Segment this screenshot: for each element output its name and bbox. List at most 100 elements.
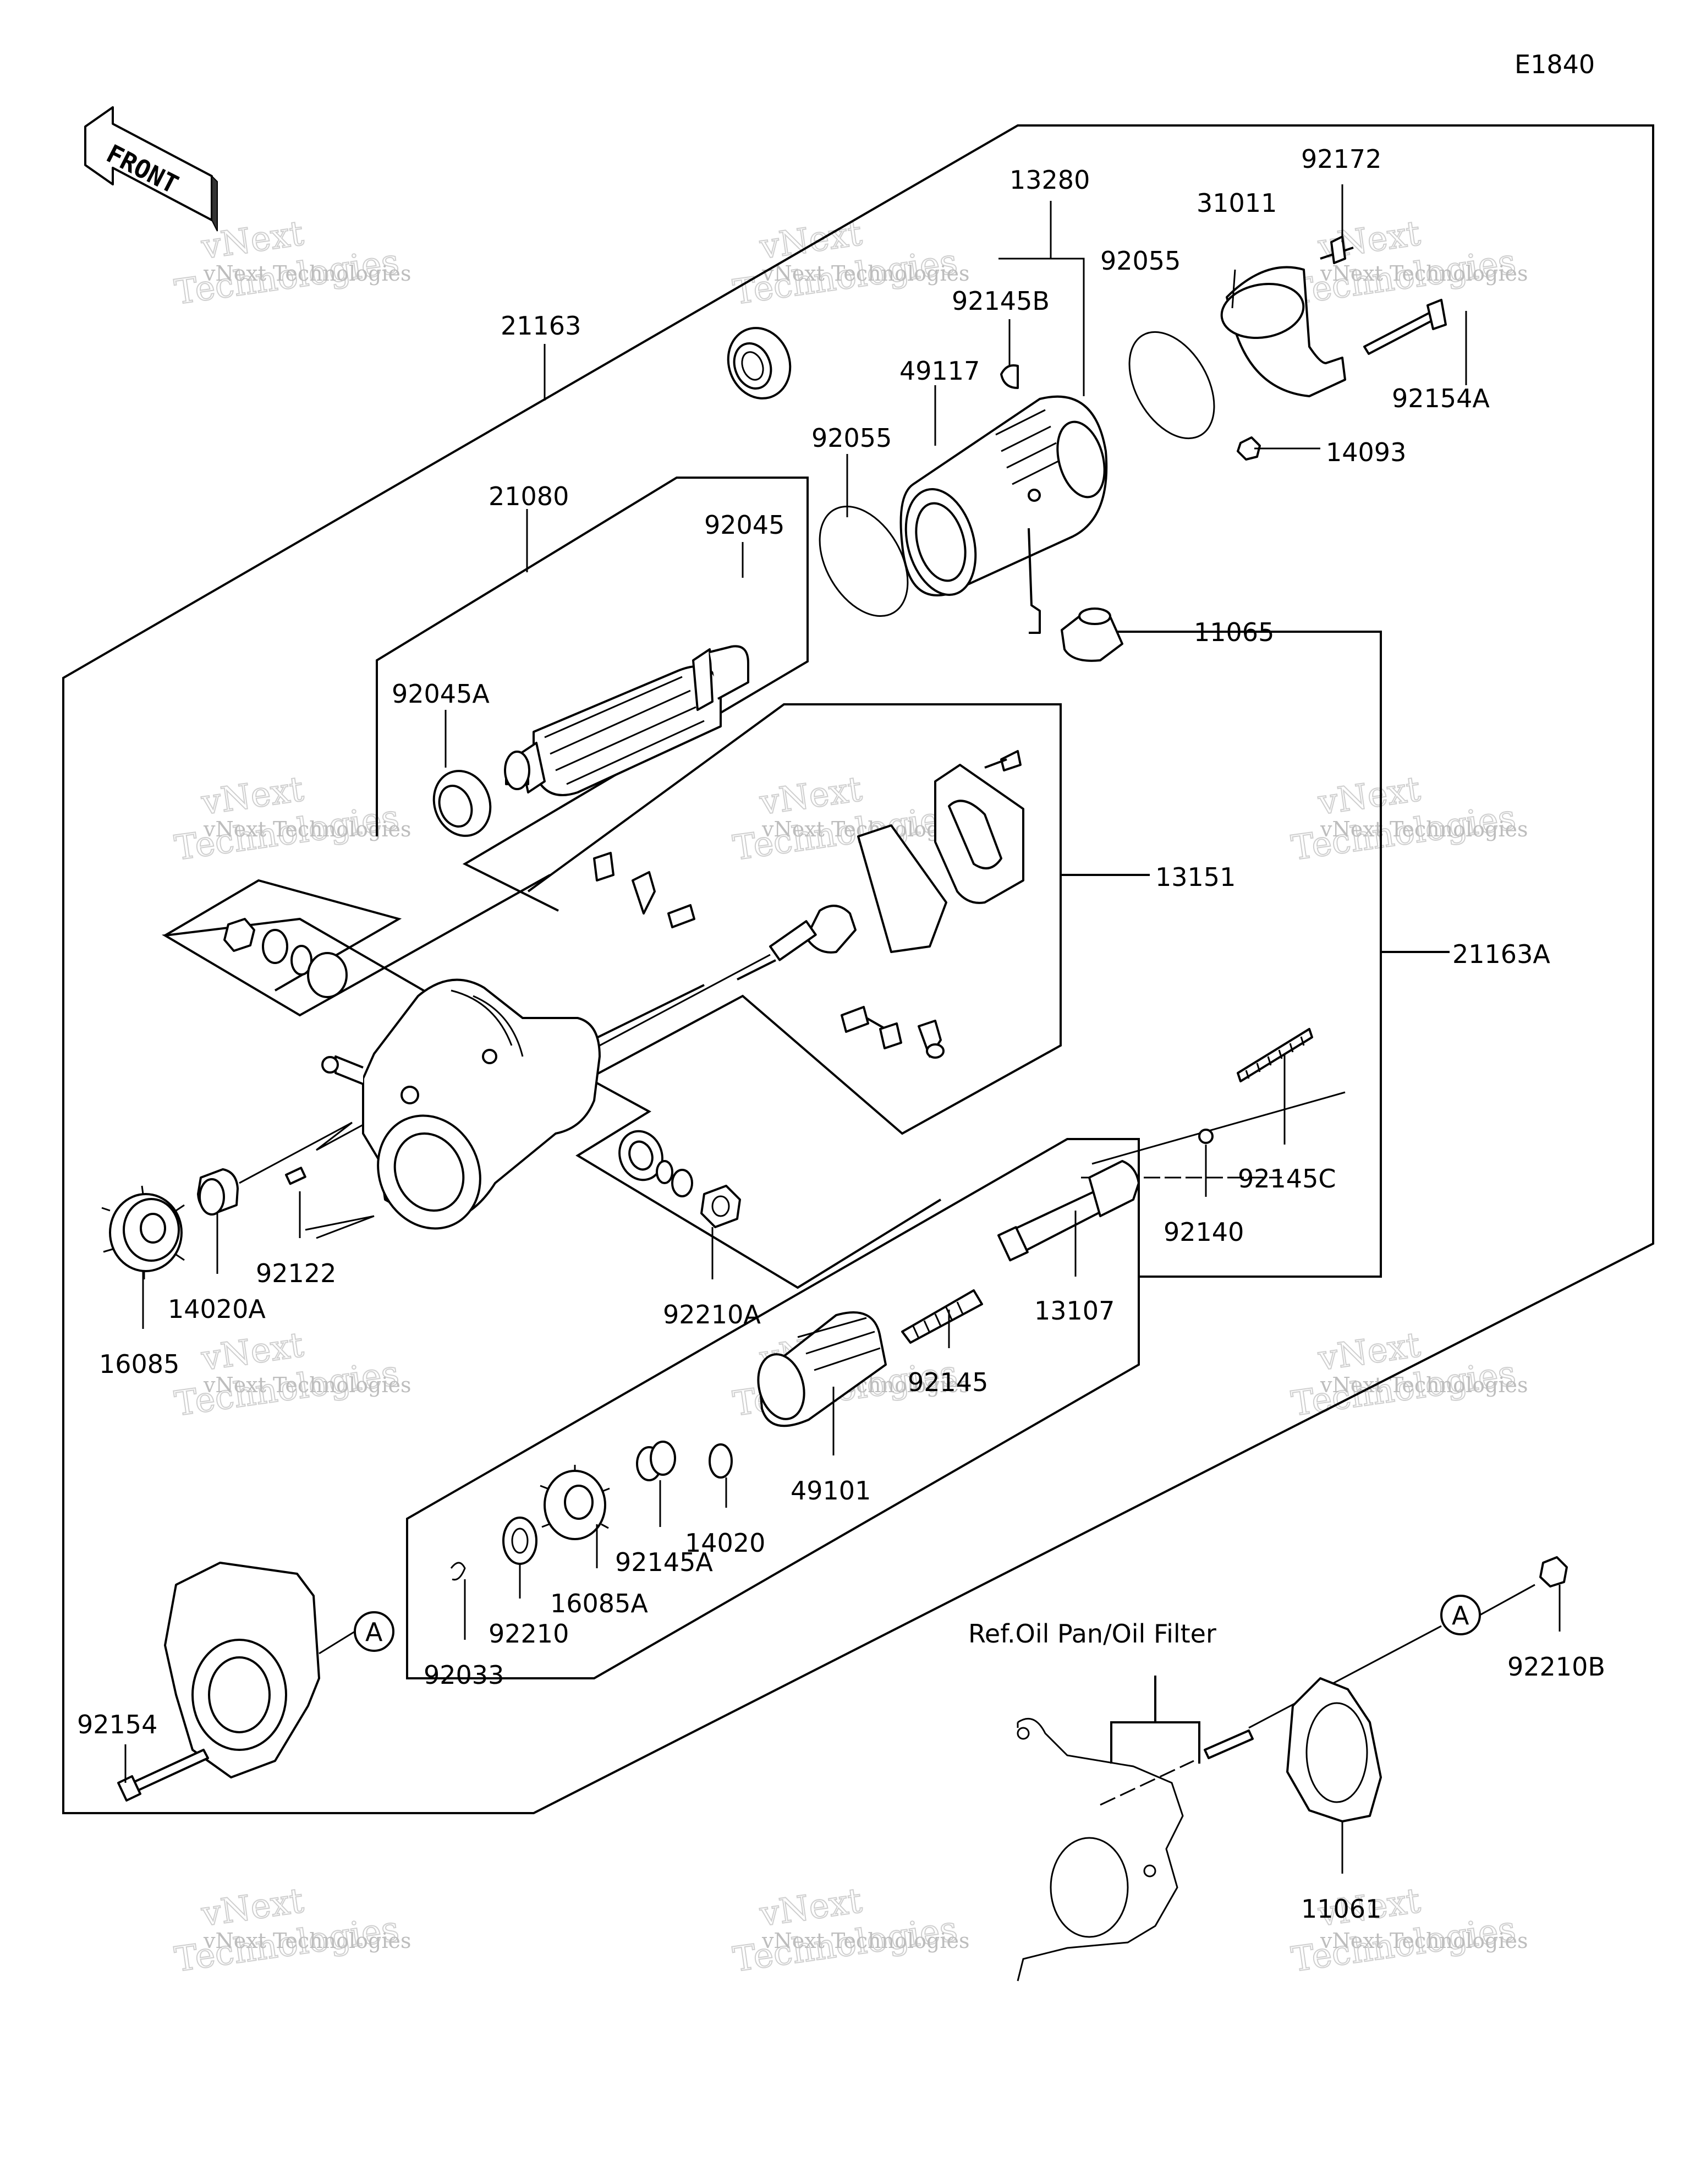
assembly-outline-21163 [62,124,1654,1814]
collar-14020A [197,1168,239,1216]
svg-text:vNext Technologies: vNext Technologies [1320,1929,1528,1953]
oil-pan-reference [1017,1717,1184,1982]
bolt-92154A [1363,299,1447,355]
svg-text:vNext Technologies: vNext Technologies [203,261,411,286]
svg-text:vNext Technologies: vNext Technologies [1320,1373,1528,1397]
group-box-13151 [527,703,1062,1135]
cover-31011 [1220,266,1346,397]
watermark: Technologies vNext vNext Technologies [172,768,411,869]
svg-text:vNext Technologies: vNext Technologies [1320,261,1528,286]
ball-92140 [1198,1129,1214,1144]
label-21163A: 21163A [1452,939,1550,969]
spring-92145 [901,1289,983,1344]
stud [1204,1729,1254,1759]
group-box-pinion [406,1138,1140,1679]
circlip-92033 [450,1562,466,1581]
label-92055-lower: 92055 [811,423,892,453]
label-92145A: 92145A [615,1547,713,1577]
terminal-cap-11065 [1061,607,1123,662]
clutch-49101 [757,1311,887,1427]
watermark: Technologies vNext vNext Technologies [730,212,970,313]
bolt-92154 [117,1749,209,1802]
svg-text:vNext Technologies: vNext Technologies [203,1373,411,1397]
label-92210A: 92210A [663,1300,761,1329]
nut-92210B [1539,1556,1568,1588]
label-49101: 49101 [791,1476,871,1506]
watermark: Technologies vNext vNext Technologies [172,1324,411,1425]
label-13151: 13151 [1155,862,1236,892]
label-14020A: 14020A [168,1294,266,1324]
bearing-92045 [727,327,792,399]
callout-a-right: A [1440,1595,1481,1635]
watermark: Technologies vNext vNext Technologies [1288,1324,1528,1425]
gear-housing [321,954,771,1230]
svg-text:vNext Technologies: vNext Technologies [761,261,969,286]
brush-clips [593,852,945,1059]
label-21163: 21163 [501,311,581,341]
watermark: Technologies vNext vNext Technologies [1288,212,1528,313]
gasket-11061 [1286,1677,1382,1822]
label-11065: 11065 [1194,617,1274,647]
watermark: Technologies vNext vNext Technologies [730,768,970,869]
spring-92145C [1237,1028,1313,1082]
label-92033: 92033 [424,1660,504,1690]
bearing-92045A [432,770,492,837]
label-92045: 92045 [704,510,784,540]
label-14093: 14093 [1326,437,1406,467]
label-92140: 92140 [1164,1217,1244,1247]
label-14020: 14020 [685,1528,765,1558]
brush-holder-13151 [737,750,1024,981]
gear-16085 [101,1185,185,1279]
bearing-seal-group [618,1130,693,1197]
bracket-21163A [1117,631,1382,1278]
label-11061: 11061 [1301,1894,1381,1924]
end-cover [164,1562,320,1778]
label-92210: 92210 [489,1619,569,1649]
collar-14020 [709,1443,733,1479]
label-21080: 21080 [489,481,569,511]
nut-14093 [1237,436,1261,461]
shaft-13107 [997,1160,1140,1262]
leader-lines [124,184,1561,1874]
label-92122: 92122 [256,1258,336,1288]
o-ring-92055-upper [1128,331,1215,440]
label-16085A: 16085A [550,1589,648,1618]
bolt-92172 [1320,236,1354,264]
label-31011: 31011 [1197,188,1277,218]
front-arrow-icon: FRONT [84,106,218,232]
label-49117: 49117 [899,356,980,386]
ref-bracket [1110,1721,1200,1764]
label-92145: 92145 [908,1367,988,1397]
svg-text:vNext Technologies: vNext Technologies [203,817,411,841]
watermark: Technologies vNext vNext Technologies [1288,1880,1528,1980]
fasteners-left [223,918,348,998]
o-ring-92055-lower [819,505,909,617]
clip-92145B [1000,364,1019,389]
label-92154: 92154 [77,1710,157,1739]
watermark: Technologies vNext vNext Technologies [1288,768,1528,869]
watermark: Technologies vNext vNext Technologies [730,1880,970,1980]
label-92055-upper: 92055 [1100,246,1181,276]
svg-text:vNext Technologies: vNext Technologies [1320,817,1528,841]
bushing-92210 [502,1517,537,1565]
label-92145C: 92145C [1238,1164,1336,1194]
label-92172: 92172 [1301,144,1381,174]
svg-text:vNext Technologies: vNext Technologies [203,1929,411,1953]
yoke-13280 [899,395,1108,634]
nut-92210A [700,1185,741,1228]
label-13280: 13280 [1009,165,1090,195]
label-16085: 16085 [99,1349,179,1379]
group-box-21080 [376,477,809,912]
svg-text:vNext Technologies: vNext Technologies [761,1929,969,1953]
svg-text:A: A [1452,1601,1469,1630]
armature-21080 [504,645,749,796]
watermark: Technologies vNext vNext Technologies [172,1880,411,1980]
watermark: Technologies vNext vNext Technologies [172,212,411,313]
label-92210B: 92210B [1507,1652,1605,1682]
pin-92122 [284,1167,306,1185]
label-92145B: 92145B [952,286,1050,316]
gear-16085A [540,1465,610,1540]
label-13107: 13107 [1034,1296,1115,1326]
spring-92145A [636,1441,676,1481]
